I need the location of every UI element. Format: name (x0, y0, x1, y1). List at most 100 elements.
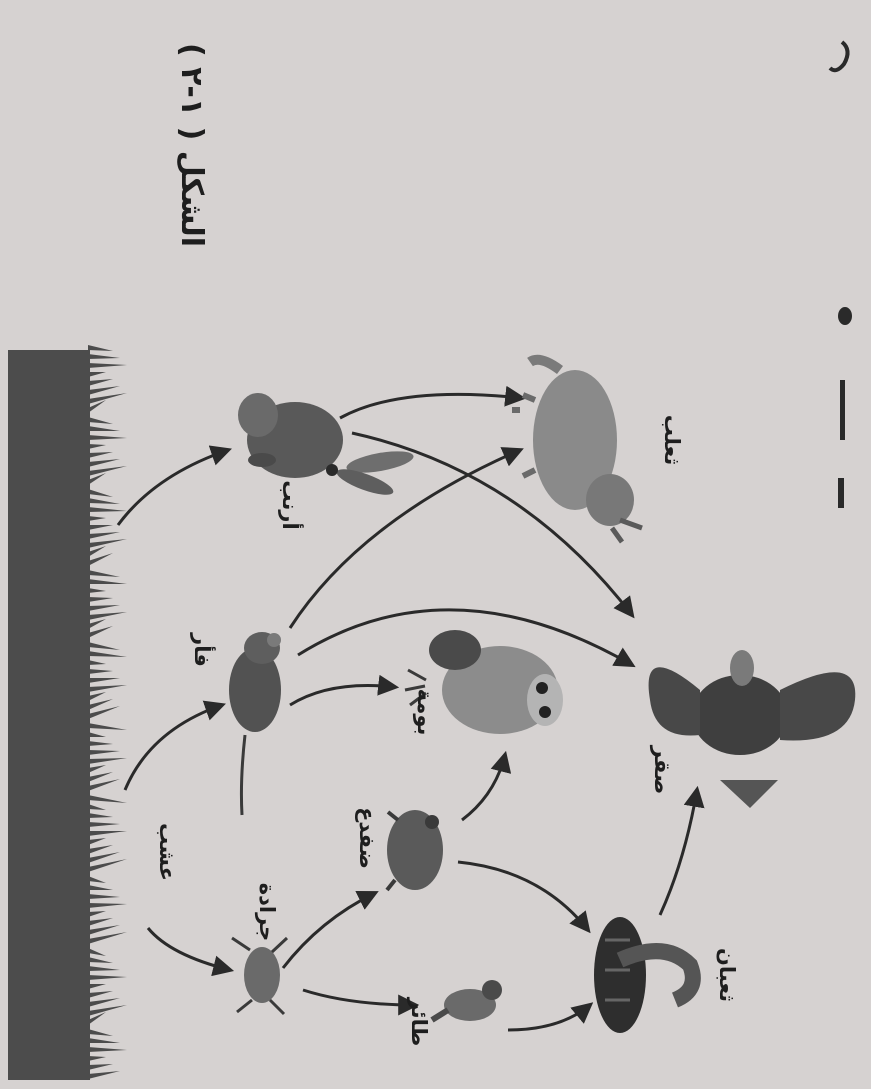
grass-blade (88, 911, 106, 917)
grass-blade (88, 966, 120, 971)
arrow-frog-snake (458, 862, 588, 930)
grass-blade (88, 619, 106, 629)
label-owl: بومة (413, 689, 437, 736)
grass-blade (88, 984, 106, 989)
page-edge-marks (830, 42, 852, 508)
grass-blade (88, 525, 113, 530)
grass-blade (88, 845, 113, 854)
grass-blade (88, 918, 113, 926)
grass-blade (88, 588, 106, 593)
grass-blade (88, 779, 120, 791)
grasshopper-illustration (232, 938, 287, 1014)
grass-blade (88, 750, 120, 755)
grass-blade (88, 795, 127, 803)
arrow-bird-snake (508, 1005, 590, 1030)
figure-caption: الشكل ( ١-٢ ) (174, 43, 209, 247)
grass-blade (88, 723, 127, 730)
grass-blade (88, 1038, 120, 1043)
grass-blade (88, 876, 106, 883)
grass-blade (88, 426, 120, 431)
grass-blade (88, 466, 127, 476)
grass-blade (88, 597, 113, 602)
grass-blade (88, 459, 120, 467)
grass-blade (88, 626, 113, 638)
grass-blade (88, 444, 106, 449)
grass-blade (88, 699, 113, 710)
grass-blade (88, 852, 120, 863)
grass-illustration (8, 345, 127, 1080)
grass-blade (88, 975, 127, 980)
grass-blade (88, 925, 120, 935)
arrow-grass-rabbit (118, 450, 228, 525)
grass-blade (88, 1005, 127, 1016)
snake-illustration (594, 917, 693, 1033)
grass-blade (88, 1047, 127, 1052)
grass-blade (88, 539, 127, 548)
arrow-frog-owl (462, 755, 505, 820)
grass-blade (88, 822, 120, 827)
grass-blade (88, 706, 120, 719)
arrow-grasshopper-frog (283, 893, 375, 968)
label-rabbit: أرنب (278, 480, 305, 529)
grass-blade (88, 452, 113, 458)
grass-blade (88, 838, 106, 845)
arrow-snake-eagle (660, 790, 697, 915)
grass-blade (88, 732, 106, 737)
grass-blade (88, 570, 120, 577)
grass-blade (88, 507, 127, 512)
grass-blade (88, 393, 127, 404)
grass-blade (88, 532, 120, 539)
label-frog: ضفدع (355, 807, 379, 869)
grass-blade (88, 998, 120, 1007)
grass-blade (88, 516, 106, 521)
grass-blade (88, 1029, 113, 1036)
grass-blade (88, 885, 113, 890)
label-mouse: فأر (190, 632, 217, 667)
grass-blade (88, 1064, 113, 1070)
grass-blade (88, 741, 113, 746)
grass-blade (88, 957, 113, 963)
grass-blade (88, 579, 127, 584)
grass-blade (88, 991, 113, 998)
grass-blade (88, 372, 106, 377)
grass-blade (88, 417, 113, 424)
label-grass: عشب (155, 823, 179, 881)
grass-blade (88, 435, 127, 440)
grass-blade (88, 678, 120, 683)
grass-blade (88, 605, 120, 611)
label-bird: طائر (407, 997, 431, 1047)
grass-blade (88, 1056, 106, 1061)
grass-blade (88, 642, 120, 650)
label-snake: ثعبان (715, 948, 739, 1002)
grass-blade (88, 669, 113, 674)
label-grasshopper: جرادة (255, 883, 279, 942)
arrow-rabbit-fox (340, 394, 522, 418)
grass-blade (88, 1071, 120, 1079)
grass-blade (88, 651, 127, 657)
grass-blade (88, 758, 127, 764)
arrow-mouse-fox (290, 450, 520, 628)
grass-blade (88, 894, 120, 899)
arrow-grass-mouse (125, 705, 222, 790)
mouse-illustration (229, 632, 281, 815)
grass-blade (88, 692, 106, 701)
label-eagle: صقر (650, 745, 674, 794)
grass-blade (88, 831, 127, 836)
grass-blade (88, 903, 127, 908)
arrow-grasshopper-bird (303, 990, 415, 1005)
grass-blade (88, 932, 127, 944)
grass-blade (88, 345, 113, 351)
label-fox: ثعلب (660, 415, 684, 466)
arrow-grass-grasshopper (148, 928, 230, 970)
grass-blade (88, 489, 113, 497)
grass-blade (88, 379, 113, 386)
arrow-mouse-owl (290, 685, 395, 705)
frog-illustration (387, 810, 443, 890)
grass-blade (88, 765, 106, 773)
grass-blade (88, 612, 127, 620)
grass-blade (88, 772, 113, 782)
grass-blade (88, 660, 106, 665)
grass-blade (88, 498, 120, 504)
grass-blade (88, 813, 113, 818)
